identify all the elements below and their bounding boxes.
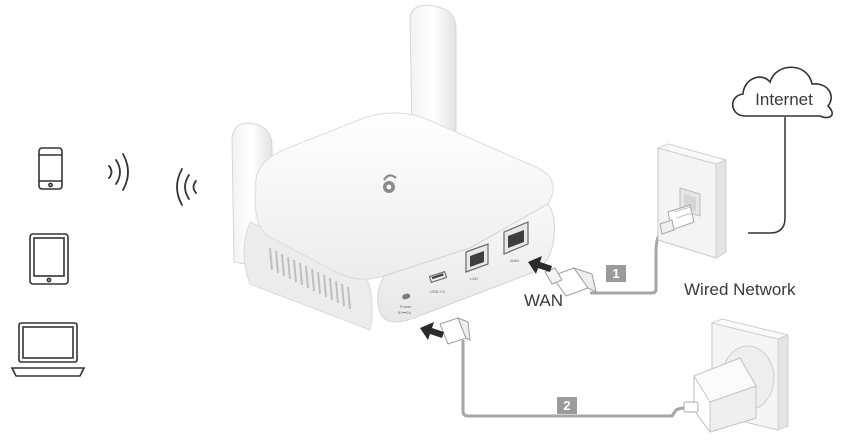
lan-port-label: LAN	[470, 276, 478, 281]
power-port-label: Power	[400, 304, 412, 309]
step-1-number: 1	[612, 266, 619, 281]
usb-port-label: USB 2.0	[430, 289, 446, 294]
usb-port: USB 2.0	[428, 270, 448, 294]
wan-label: WAN	[524, 291, 563, 310]
cloud-icon: Internet	[731, 66, 833, 119]
step-2-number: 2	[563, 398, 570, 413]
arrow-to-wan-icon	[528, 256, 552, 274]
phone-icon	[38, 147, 63, 190]
router-logo-icon	[383, 174, 397, 193]
travel-router: Power 5V⎓2A USB 2.0 LAN WAN	[243, 112, 555, 331]
power-port: Power 5V⎓2A	[398, 293, 412, 315]
ethernet-cable	[590, 226, 669, 295]
router-antenna-rear	[409, 4, 457, 151]
power-adapter	[683, 357, 757, 433]
router-side-vents	[269, 247, 351, 310]
power-cable	[461, 340, 690, 418]
ethernet-wall-jack-icon	[656, 143, 728, 259]
arrow-to-power-icon	[420, 322, 444, 340]
internet-line	[748, 117, 786, 234]
wan-port-label: WAN	[510, 258, 519, 263]
wired-network-label: Wired Network	[684, 280, 796, 299]
ethernet-plug	[544, 267, 597, 297]
step-2-badge: 2	[557, 397, 577, 414]
power-outlet-icon	[710, 318, 790, 431]
usb-c-plug	[439, 317, 471, 345]
wifi-waves-icon	[108, 153, 197, 206]
wan-port: WAN	[503, 221, 529, 263]
laptop-icon	[10, 322, 86, 377]
tablet-icon	[29, 233, 69, 285]
lan-port: LAN	[465, 243, 489, 281]
internet-label: Internet	[755, 90, 813, 109]
power-port-spec: 5V⎓2A	[398, 310, 411, 315]
step-1-badge: 1	[606, 265, 626, 282]
